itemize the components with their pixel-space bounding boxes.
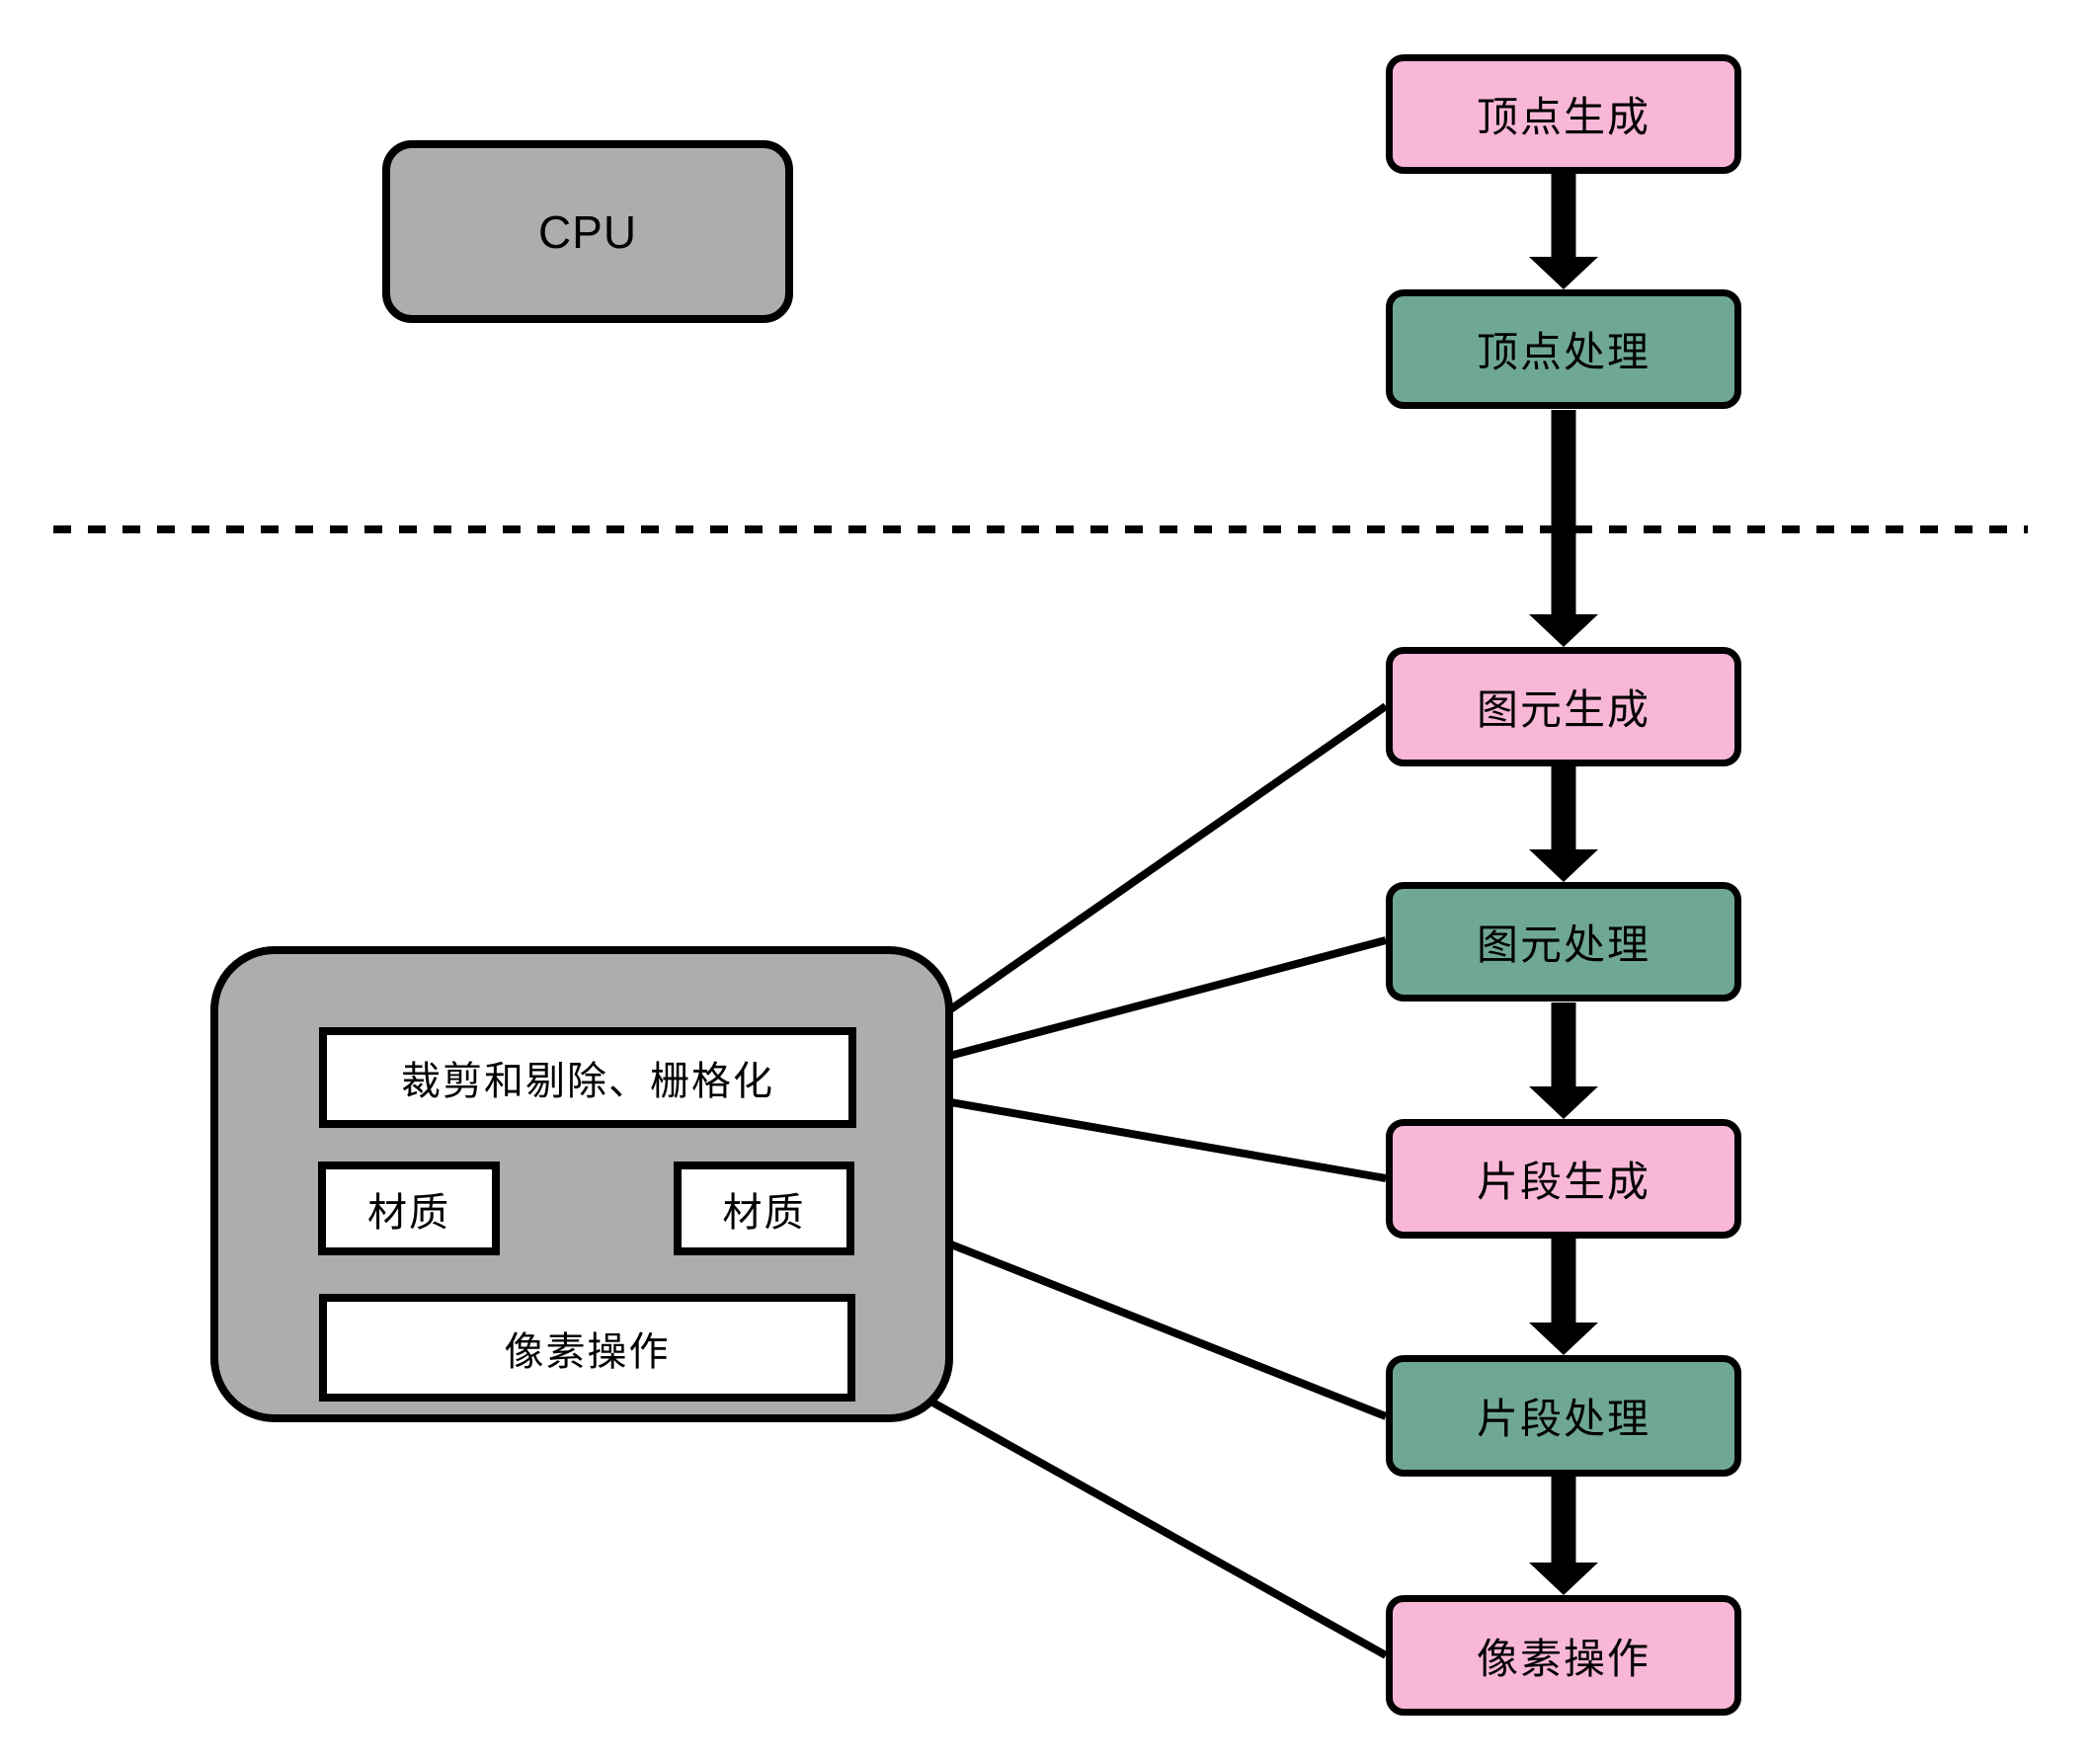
arrow-fragment-gen-to-fragment-proc: [1529, 1238, 1598, 1355]
cpu-box: CPU: [382, 140, 793, 323]
texture-box-left: 材质: [318, 1162, 500, 1255]
arrow-fragment-gen-to-clip-box: [876, 1078, 1387, 1182]
arrow-vertex-gen-to-vertex-proc: [1529, 173, 1598, 289]
node-primitive-generation: 图元生成: [1386, 647, 1741, 766]
arrow-fragment-proc-to-pixel-ops: [1529, 1477, 1598, 1595]
clip-cull-rasterize-box: 裁剪和剔除、栅格化: [319, 1027, 856, 1128]
arrow-primitive-proc-to-fragment-gen: [1529, 1002, 1598, 1119]
node-label: 图元处理: [1476, 922, 1650, 968]
texture-left-label: 材质: [367, 1190, 450, 1235]
node-label: 片段处理: [1476, 1396, 1650, 1442]
cpu-label: CPU: [537, 205, 638, 258]
node-label: 片段生成: [1476, 1159, 1650, 1205]
pixel-operations-box: 像素操作: [319, 1294, 855, 1402]
node-fragment-processing: 片段处理: [1386, 1355, 1741, 1477]
node-label: 图元生成: [1476, 686, 1650, 733]
node-primitive-processing: 图元处理: [1386, 882, 1741, 1002]
node-label: 像素操作: [1476, 1635, 1650, 1682]
node-label: 顶点处理: [1476, 329, 1650, 375]
node-label: 顶点生成: [1476, 94, 1650, 140]
texture-right-label: 材质: [722, 1190, 806, 1235]
arrow-vertex-proc-to-primitive-gen: [1529, 410, 1598, 647]
node-vertex-generation: 顶点生成: [1386, 54, 1741, 174]
arrow-primitive-gen-to-primitive-proc: [1529, 765, 1598, 882]
node-vertex-processing: 顶点处理: [1386, 289, 1741, 409]
clip-cull-rasterize-label: 裁剪和剔除、栅格化: [401, 1060, 774, 1103]
texture-box-right: 材质: [674, 1162, 854, 1255]
node-fragment-generation: 片段生成: [1386, 1119, 1741, 1239]
pixel-operations-label: 像素操作: [504, 1329, 671, 1374]
arrow-pixel-ops-to-pixel-ops-box: [867, 1363, 1388, 1659]
node-pixel-operations: 像素操作: [1386, 1595, 1741, 1716]
